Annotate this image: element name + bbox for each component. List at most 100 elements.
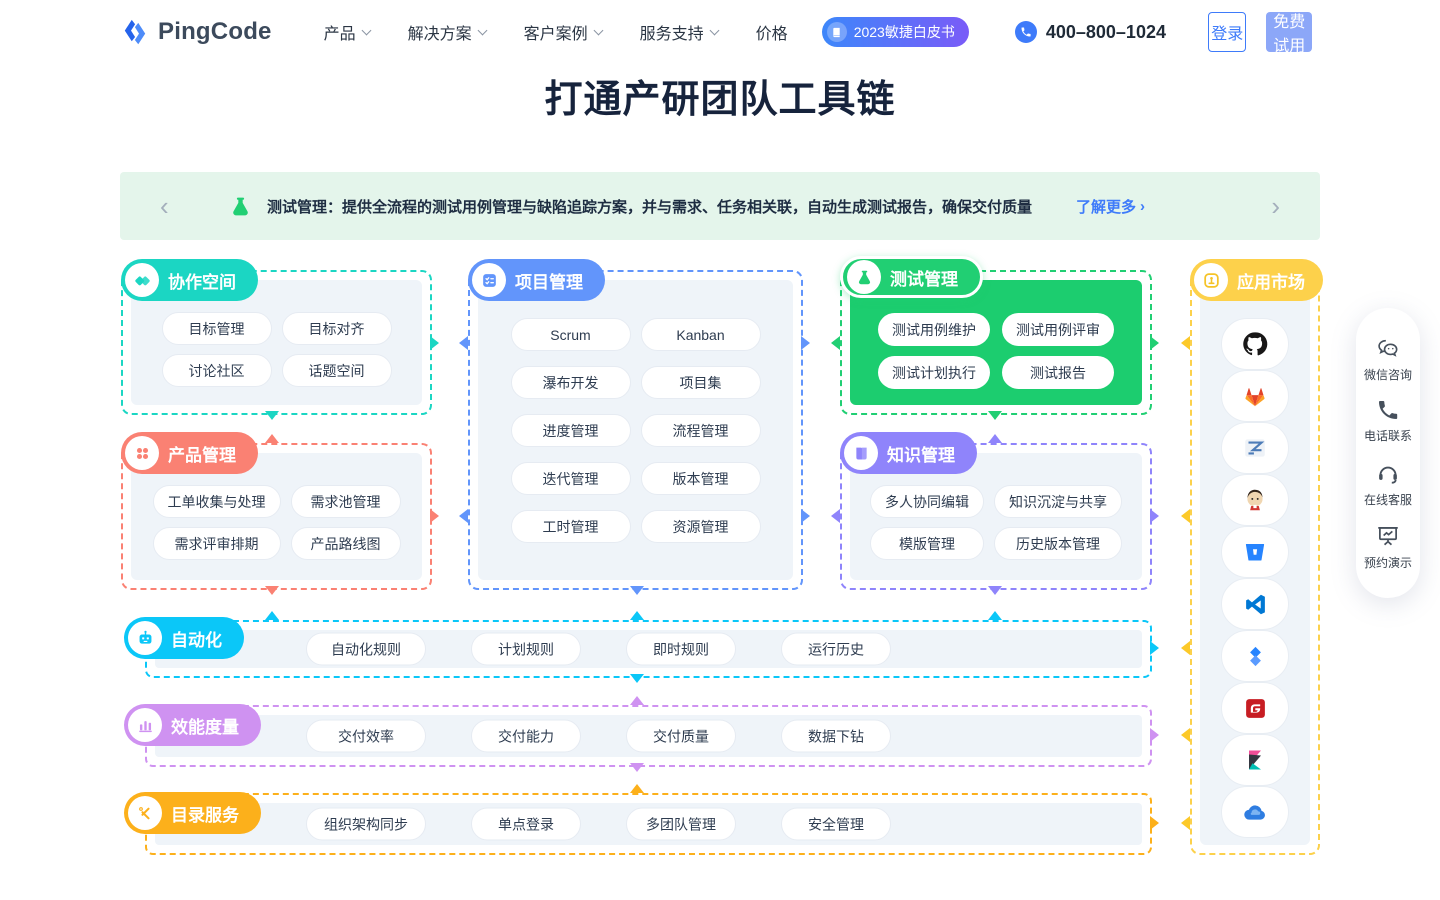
- feature-pill[interactable]: 自动化规则: [306, 632, 426, 666]
- feature-pill[interactable]: 知识沉淀与共享: [994, 485, 1122, 518]
- wechat-icon: [1378, 340, 1398, 357]
- free-trial-button[interactable]: 免费试用: [1266, 12, 1312, 55]
- feature-pill[interactable]: 测试用例评审: [1002, 313, 1114, 346]
- feature-pill[interactable]: 交付效率: [306, 719, 426, 753]
- flow-arrow: [430, 336, 439, 350]
- plugin-icon: [1194, 263, 1228, 297]
- feature-pill[interactable]: 进度管理: [510, 414, 631, 447]
- headset-icon: [1379, 466, 1397, 484]
- contact-float-panel: 微信咨询 电话联系 在线客服 预约演示: [1356, 308, 1420, 598]
- feature-pill[interactable]: 交付质量: [626, 719, 736, 753]
- feature-pill[interactable]: 话题空间: [281, 354, 392, 387]
- github-icon[interactable]: [1221, 318, 1289, 370]
- module-project-header[interactable]: 项目管理: [468, 259, 605, 301]
- feature-pill[interactable]: 工时管理: [510, 510, 631, 543]
- module-directory-header[interactable]: 目录服务: [124, 792, 261, 834]
- feature-pill[interactable]: 需求评审排期: [152, 527, 281, 560]
- feature-pill[interactable]: 瀑布开发: [510, 366, 631, 399]
- feature-pill[interactable]: 安全管理: [781, 807, 891, 841]
- feature-pill[interactable]: 讨论社区: [161, 354, 272, 387]
- jenkins-icon[interactable]: [1221, 474, 1289, 526]
- flow-arrow: [630, 586, 644, 595]
- flow-arrow: [1181, 728, 1190, 742]
- feature-pill[interactable]: 模版管理: [870, 527, 984, 560]
- nav-item-products[interactable]: 产品: [324, 20, 372, 44]
- flow-arrow: [988, 611, 1002, 620]
- feature-pill[interactable]: 迭代管理: [510, 462, 631, 495]
- feature-pill[interactable]: 数据下钻: [781, 719, 891, 753]
- flow-arrow: [801, 509, 810, 523]
- feature-pill[interactable]: Scrum: [510, 318, 631, 351]
- module-knowledge-header[interactable]: 知识管理: [840, 432, 977, 474]
- feature-pill[interactable]: 测试计划执行: [878, 356, 990, 389]
- feature-pill[interactable]: 交付能力: [471, 719, 581, 753]
- kibana-icon[interactable]: [1221, 734, 1289, 786]
- module-market-header[interactable]: 应用市场: [1190, 259, 1323, 301]
- book-icon: [844, 436, 878, 470]
- book-demo-button[interactable]: 预约演示: [1364, 523, 1412, 571]
- module-automation-header[interactable]: 自动化: [124, 617, 244, 659]
- feature-pill[interactable]: 需求池管理: [290, 485, 401, 518]
- feature-pill[interactable]: 即时规则: [626, 632, 736, 666]
- gitee-icon[interactable]: [1221, 682, 1289, 734]
- feature-pill[interactable]: Kanban: [640, 318, 761, 351]
- module-project-mgmt: 项目管理 Scrum Kanban 瀑布开发 项目集 进度管理 流程管理 迭代管…: [468, 259, 803, 590]
- feature-pill[interactable]: 目标对齐: [281, 312, 392, 345]
- chevron-down-icon: [709, 25, 720, 35]
- chevron-down-icon: [477, 25, 488, 35]
- pingcode-logo[interactable]: PingCode: [120, 18, 272, 46]
- flow-arrow: [831, 509, 840, 523]
- task-list-icon: [472, 263, 506, 297]
- nav-item-pricing[interactable]: 价格: [755, 26, 788, 43]
- bitbucket-icon[interactable]: [1221, 526, 1289, 578]
- whitepaper-badge[interactable]: 2023敏捷白皮书: [821, 17, 969, 47]
- flow-arrow: [1150, 336, 1159, 350]
- nav-item-customers[interactable]: 客户案例: [524, 20, 604, 44]
- carousel-text: 测试管理：提供全流程的测试用例管理与缺陷追踪方案，并与需求、任务相关联，自动生成…: [267, 198, 1033, 216]
- feature-pill[interactable]: 多团队管理: [626, 807, 736, 841]
- phone-number[interactable]: 400–800–1024: [1014, 21, 1166, 43]
- module-test-header[interactable]: 测试管理: [840, 256, 983, 298]
- zentao-icon[interactable]: [1221, 422, 1289, 474]
- nav-item-support[interactable]: 服务支持: [640, 20, 720, 44]
- jira-icon[interactable]: [1221, 630, 1289, 682]
- module-metrics-header[interactable]: 效能度量: [124, 704, 261, 746]
- feature-pill[interactable]: 运行历史: [781, 632, 891, 666]
- feature-pill[interactable]: 多人协同编辑: [870, 485, 984, 518]
- flow-arrow: [265, 611, 279, 620]
- carousel-next-button[interactable]: ›: [1271, 191, 1280, 221]
- feature-pill[interactable]: 组织架构同步: [306, 807, 426, 841]
- feature-pill[interactable]: 测试用例维护: [878, 313, 990, 346]
- online-support-button[interactable]: 在线客服: [1364, 460, 1412, 508]
- feature-pill[interactable]: 工单收集与处理: [152, 485, 281, 518]
- demo-screen-icon: [1378, 526, 1398, 546]
- nav-item-solutions[interactable]: 解决方案: [408, 20, 488, 44]
- feature-pill[interactable]: 资源管理: [640, 510, 761, 543]
- carousel-prev-button[interactable]: ‹: [160, 191, 169, 221]
- flow-arrow: [1181, 816, 1190, 830]
- module-product-mgmt: 产品管理 工单收集与处理 需求池管理 需求评审排期 产品路线图: [121, 432, 432, 590]
- feature-pill[interactable]: 流程管理: [640, 414, 761, 447]
- flow-arrow: [988, 586, 1002, 595]
- cloud-service-icon[interactable]: [1221, 786, 1289, 838]
- top-nav: PingCode 产品 解决方案 客户案例 服务支持 价格 2023敏捷白皮书 …: [0, 0, 1440, 64]
- module-product-header[interactable]: 产品管理: [121, 432, 258, 474]
- gitlab-icon[interactable]: [1221, 370, 1289, 422]
- module-collab-header[interactable]: 协作空间: [121, 259, 258, 301]
- phone-contact-button[interactable]: 电话联系: [1364, 398, 1412, 444]
- feature-pill[interactable]: 测试报告: [1002, 356, 1114, 389]
- feature-pill[interactable]: 历史版本管理: [994, 527, 1122, 560]
- login-button[interactable]: 登录: [1207, 12, 1247, 52]
- feature-pill[interactable]: 产品路线图: [290, 527, 401, 560]
- carousel-slide: 测试管理：提供全流程的测试用例管理与缺陷追踪方案，并与需求、任务相关联，自动生成…: [228, 194, 1145, 219]
- flow-arrow: [430, 509, 439, 523]
- flow-arrow: [630, 763, 644, 772]
- feature-pill[interactable]: 计划规则: [471, 632, 581, 666]
- learn-more-link[interactable]: 了解更多›: [1076, 197, 1146, 216]
- feature-pill[interactable]: 目标管理: [161, 312, 272, 345]
- wechat-contact-button[interactable]: 微信咨询: [1364, 335, 1412, 383]
- feature-pill[interactable]: 版本管理: [640, 462, 761, 495]
- vscode-icon[interactable]: [1221, 578, 1289, 630]
- feature-pill[interactable]: 单点登录: [471, 807, 581, 841]
- feature-pill[interactable]: 项目集: [640, 366, 761, 399]
